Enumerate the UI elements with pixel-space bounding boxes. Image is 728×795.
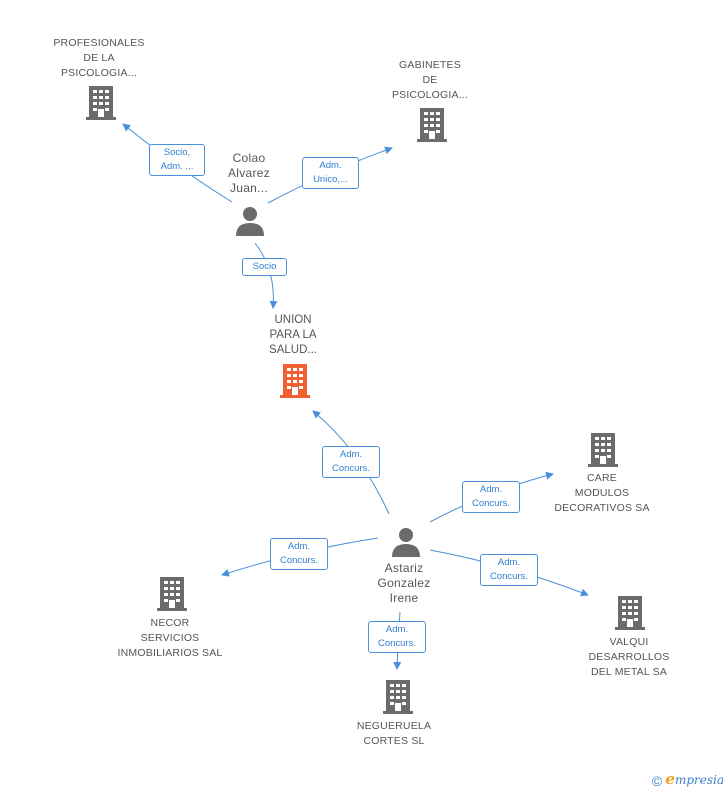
node-label-astariz: Astariz Gonzalez Irene (377, 561, 431, 605)
building-icon[interactable] (588, 433, 618, 467)
node-label-colao: Colao Alvarez Juan... (227, 151, 271, 195)
edge-label-colao-gabinetes[interactable]: Adm. Unico,... (302, 157, 359, 189)
building-icon[interactable] (383, 680, 413, 714)
building-icon[interactable] (280, 364, 310, 398)
node-label-profesionales: PROFESIONALES DE LA PSICOLOGIA... (53, 37, 145, 79)
brand-logo-e: e (665, 770, 675, 789)
edge-label-astariz-valqui[interactable]: Adm. Concurs. (480, 554, 538, 586)
edge-label-astariz-necor[interactable]: Adm. Concurs. (270, 538, 328, 570)
edge-label-astariz-union[interactable]: Adm. Concurs. (322, 446, 380, 478)
node-label-care: CARE MODULOS DECORATIVOS SA (554, 472, 650, 514)
node-label-valqui: VALQUI DESARROLLOS DEL METAL SA (588, 636, 670, 678)
copyright-symbol: © (651, 773, 663, 789)
edge-label-colao-union[interactable]: Socio (242, 258, 287, 276)
brand-name: mpresia (674, 773, 724, 788)
edge-label-astariz-care[interactable]: Adm. Concurs. (462, 481, 520, 513)
building-icon[interactable] (417, 108, 447, 142)
edge-label-colao-profesionales[interactable]: Socio, Adm. ... (149, 144, 205, 176)
node-label-union: UNION PARA LA SALUD... (269, 314, 317, 356)
node-label-gabinetes: GABINETES DE PSICOLOGIA... (391, 59, 469, 101)
person-icon[interactable] (236, 206, 264, 236)
building-icon[interactable] (157, 577, 187, 611)
brand-footer[interactable]: © empresia (652, 770, 724, 789)
node-label-negueruela: NEGUERUELA CORTES SL (356, 720, 432, 747)
person-icon[interactable] (392, 527, 420, 557)
building-icon[interactable] (615, 596, 645, 630)
edge-label-astariz-negueruela[interactable]: Adm. Concurs. (368, 621, 426, 653)
building-icon[interactable] (86, 86, 116, 120)
node-label-necor: NECOR SERVICIOS INMOBILIARIOS SAL (117, 617, 223, 659)
